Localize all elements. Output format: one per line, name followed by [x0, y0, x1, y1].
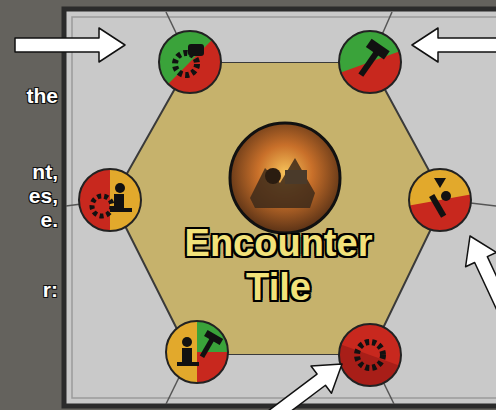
cropped-rule-text: e.	[40, 208, 58, 232]
cropped-rule-text: r:	[43, 278, 58, 302]
encounter-picture	[230, 123, 340, 233]
encounter-hexagon: Encounter Tile	[112, 62, 445, 355]
board-panel	[64, 9, 496, 406]
hexagon-shape	[112, 62, 445, 355]
cropped-rule-text: nt,	[32, 160, 58, 184]
skill-token	[166, 321, 228, 383]
tile-title-box: Encounter Tile	[112, 222, 445, 309]
skill-token	[146, 18, 221, 93]
inner-border	[72, 17, 496, 398]
hexagon-outline	[112, 62, 445, 355]
cropped-rule-text: es,	[29, 184, 58, 208]
tile-title: Encounter Tile	[179, 222, 379, 309]
skill-token	[79, 169, 141, 231]
cropped-rule-text: the	[27, 84, 59, 108]
spoke-lines	[66, 12, 496, 404]
pointer-arrows	[15, 28, 496, 410]
